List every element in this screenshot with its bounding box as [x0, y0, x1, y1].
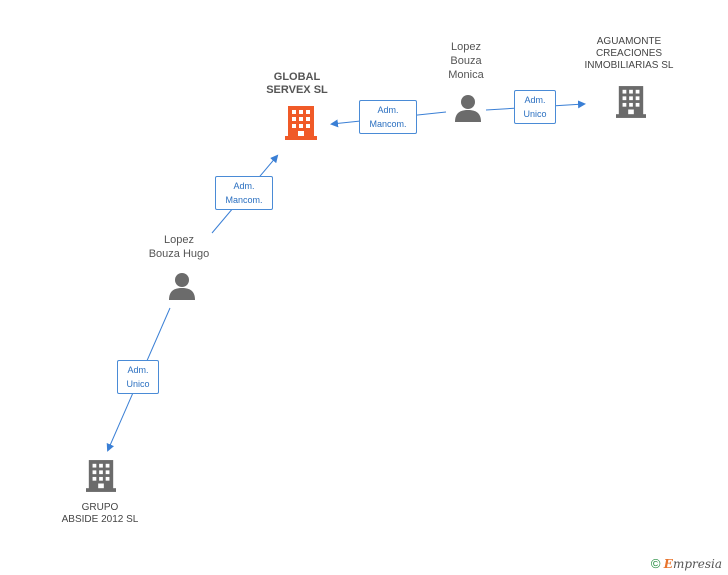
brand-logo: Empresia — [664, 557, 722, 571]
node-label-line: GLOBAL — [273, 71, 321, 83]
footer-brand: © Empresia — [651, 556, 722, 571]
person-icon[interactable] — [168, 272, 196, 300]
relation-box-monica-aguamonte[interactable]: Adm. Unico — [514, 90, 556, 124]
node-label-line: CREACIONES — [595, 48, 663, 59]
relation-box-hugo-servex[interactable]: Adm. Mancom. — [215, 176, 273, 210]
node-label-line: Bouza — [450, 55, 482, 67]
relation-box-monica-servex[interactable]: Adm. Mancom. — [359, 100, 417, 134]
relation-label-line: Mancom. — [369, 119, 407, 129]
node-aguamonte-label: AGUAMONTE CREACIONES INMOBILIARIAS SL — [572, 36, 686, 72]
node-label-line: INMOBILIARIAS SL — [584, 60, 674, 71]
relation-label-line: Adm. — [524, 95, 546, 105]
relation-label-line: Unico — [126, 379, 150, 389]
building-icon[interactable] — [86, 460, 116, 492]
node-grupo-abside-label: GRUPO ABSIDE 2012 SL — [48, 502, 152, 526]
node-label-line: Lopez — [451, 41, 481, 53]
node-label-line: ABSIDE 2012 SL — [61, 514, 139, 525]
node-label-line: AGUAMONTE — [596, 36, 662, 47]
copyright-icon: © — [650, 556, 661, 571]
brand-first-letter: E — [663, 557, 673, 571]
relation-label-line: Mancom. — [225, 195, 263, 205]
node-lopez-monica-label: Lopez Bouza Monica — [430, 40, 502, 82]
node-label-line: GRUPO — [81, 502, 119, 513]
relation-label-line: Unico — [523, 109, 547, 119]
building-icon[interactable] — [285, 106, 317, 140]
brand-rest: mpresia — [672, 557, 722, 571]
node-lopez-hugo-label: Lopez Bouza Hugo — [134, 233, 224, 261]
node-label-line: Monica — [448, 69, 484, 81]
relation-box-hugo-abside[interactable]: Adm. Unico — [117, 360, 159, 394]
person-icon[interactable] — [454, 94, 482, 122]
node-global-servex-label: GLOBAL SERVEX SL — [250, 71, 344, 97]
relation-label-line: Adm. — [233, 181, 255, 191]
node-label-line: SERVEX SL — [266, 84, 328, 96]
building-icon[interactable] — [616, 86, 646, 118]
relation-label-line: Adm. — [127, 365, 149, 375]
node-label-line: Bouza Hugo — [148, 248, 210, 260]
node-label-line: Lopez — [164, 234, 194, 246]
relation-label-line: Adm. — [377, 105, 399, 115]
